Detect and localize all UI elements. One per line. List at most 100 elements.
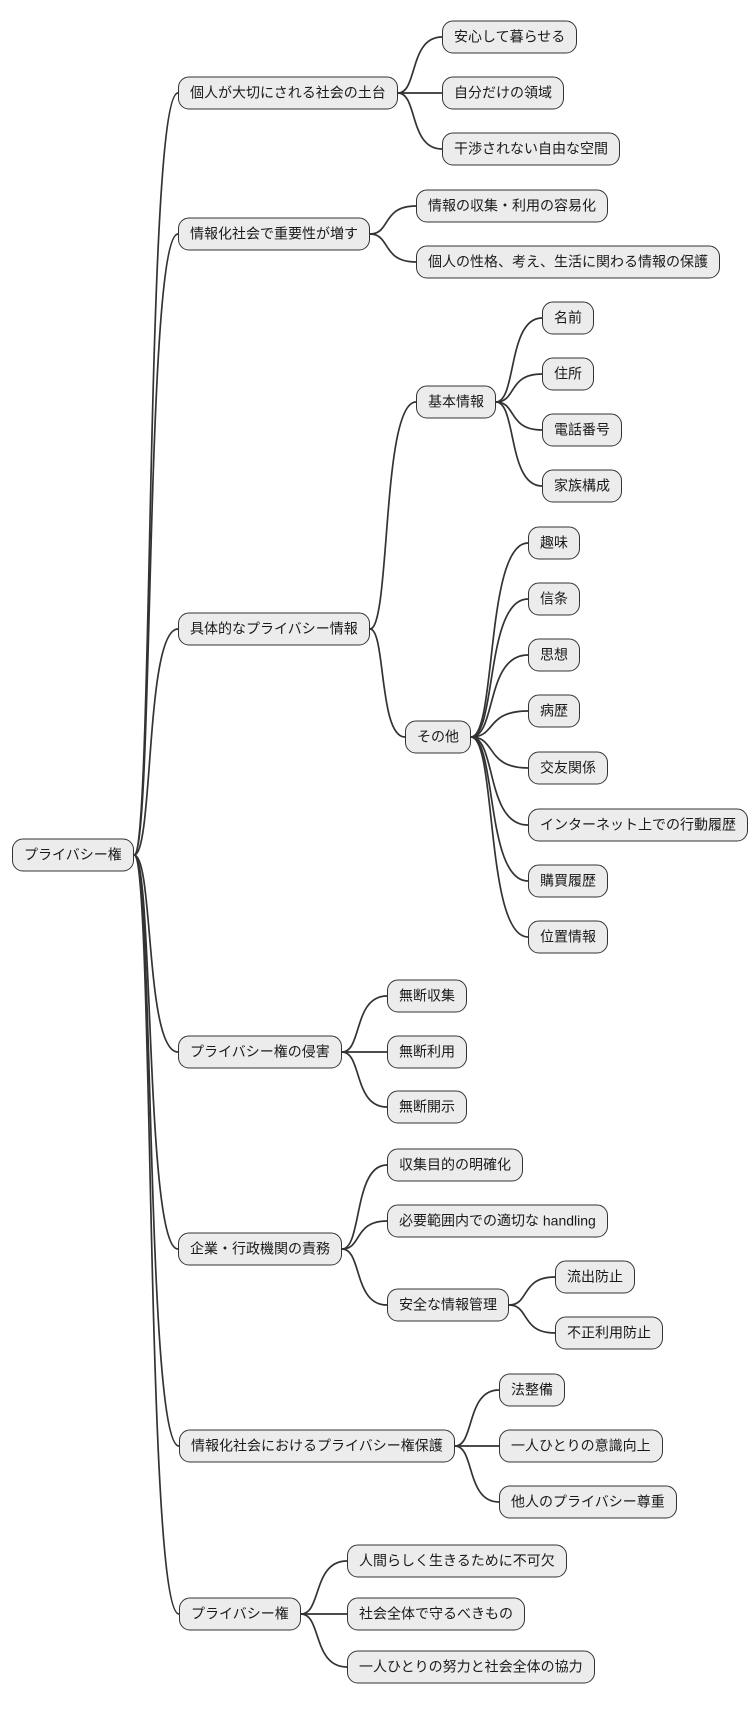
edge-org-duty-to-appropriate-handling [341,1220,388,1250]
node-label: プライバシー権 [24,846,122,863]
mindmap-node-purpose-clarification: 収集目的の明確化 [387,1148,523,1182]
edge-importance-to-protect-personal-info [369,233,417,263]
node-label: その他 [417,728,459,745]
edge-foundation-to-live-secure [397,36,443,94]
edge-others-to-friendships [470,736,529,769]
node-label: プライバシー権の侵害 [190,1043,330,1060]
mindmap-node-name: 名前 [542,301,594,335]
edge-violation-to-unauthorized-collection [341,995,388,1053]
node-label: 流出防止 [567,1268,623,1285]
mindmap-node-easy-collection: 情報の収集・利用の容易化 [416,189,608,223]
edge-protection-to-respect-others [454,1445,500,1503]
mindmap-node-society-protect: 社会全体で守るべきもの [347,1597,525,1631]
node-label: 家族構成 [554,477,610,494]
edge-basic-info-to-family [495,401,543,487]
edge-violation-to-unauthorized-disclosure [341,1051,388,1108]
edge-importance-to-easy-collection [369,205,417,235]
node-label: 住所 [554,365,582,382]
mindmap-node-awareness: 一人ひとりの意識向上 [499,1429,663,1463]
node-label: 情報化社会で重要性が増す [190,225,358,242]
mindmap-node-misuse-prevention: 不正利用防止 [555,1316,663,1350]
mindmap-node-own-domain: 自分だけの領域 [442,76,564,110]
edge-foundation-to-free-space [397,92,443,150]
mindmap-node-legislation: 法整備 [499,1373,565,1407]
edge-privacy-right-to-effort-cooperation [300,1613,348,1668]
node-label: 名前 [554,309,582,326]
mindmap-node-others: その他 [405,720,471,754]
node-label: 不正利用防止 [567,1324,651,1341]
edge-root-to-foundation [133,92,179,856]
node-label: 趣味 [540,534,568,551]
mindmap-node-protect-personal-info: 個人の性格、考え、生活に関わる情報の保護 [416,245,720,279]
edge-others-to-online-activity [470,736,529,826]
node-label: 人間らしく生きるために不可欠 [359,1552,555,1569]
edge-privacy-right-to-essential [300,1560,348,1615]
edge-org-duty-to-secure-management [341,1248,388,1306]
node-label: 無断収集 [399,987,455,1004]
node-label: プライバシー権 [191,1605,289,1622]
mindmap-node-importance: 情報化社会で重要性が増す [178,217,370,251]
node-label: 位置情報 [540,928,596,945]
mindmap-node-appropriate-handling: 必要範囲内での適切な handling [387,1204,608,1238]
node-label: 安全な情報管理 [399,1296,497,1313]
node-label: 社会全体で守るべきもの [359,1605,513,1622]
edge-root-to-concrete-info [133,628,179,856]
edge-secure-management-to-leak-prevention [508,1276,556,1306]
node-label: 情報の収集・利用の容易化 [428,197,596,214]
node-label: 一人ひとりの努力と社会全体の協力 [359,1658,583,1675]
mindmap-node-creed: 信条 [528,582,580,616]
node-label: 他人のプライバシー尊重 [511,1493,665,1510]
edge-others-to-thought [470,654,529,738]
mindmap-node-essential: 人間らしく生きるために不可欠 [347,1544,567,1578]
mindmap-node-violation: プライバシー権の侵害 [178,1035,342,1069]
mindmap-node-protection: 情報化社会におけるプライバシー権保護 [179,1429,455,1463]
mindmap-node-privacy-right: プライバシー権 [179,1597,301,1631]
edge-basic-info-to-address [495,373,543,403]
node-label: 企業・行政機関の責務 [190,1240,330,1257]
mindmap-node-unauthorized-disclosure: 無断開示 [387,1090,467,1124]
edge-others-to-location-info [470,736,529,938]
edge-others-to-medical-history [470,710,529,738]
mindmap-node-online-activity: インターネット上での行動履歴 [528,808,748,842]
mindmap-node-basic-info: 基本情報 [416,385,496,419]
node-label: 無断開示 [399,1098,455,1115]
node-label: 購買履歴 [540,872,596,889]
node-label: 無断利用 [399,1043,455,1060]
mindmap-node-concrete-info: 具体的なプライバシー情報 [178,612,370,646]
edge-others-to-hobby [470,542,529,738]
node-label: 収集目的の明確化 [399,1156,511,1173]
edge-protection-to-legislation [454,1389,500,1447]
mindmap-node-family: 家族構成 [542,469,622,503]
node-label: 個人の性格、考え、生活に関わる情報の保護 [428,253,708,270]
edge-root-to-importance [133,233,179,856]
node-label: 病歴 [540,702,568,719]
mindmap-node-secure-management: 安全な情報管理 [387,1288,509,1322]
edge-root-to-org-duty [133,854,179,1250]
mindmap-node-foundation: 個人が大切にされる社会の土台 [178,76,398,110]
node-label: 交友関係 [540,759,596,776]
node-label: 基本情報 [428,393,484,410]
mindmap-node-address: 住所 [542,357,594,391]
mindmap-node-friendships: 交友関係 [528,751,608,785]
node-label: 必要範囲内での適切な handling [399,1212,596,1229]
mindmap-node-free-space: 干渉されない自由な空間 [442,132,620,166]
node-label: 電話番号 [554,421,610,438]
node-label: 具体的なプライバシー情報 [190,620,358,637]
node-label: 安心して暮らせる [454,28,566,45]
node-label: 思想 [540,646,568,663]
mindmap-node-live-secure: 安心して暮らせる [442,20,578,54]
mindmap-node-thought: 思想 [528,638,580,672]
edge-root-to-violation [133,854,179,1053]
edge-root-to-privacy-right [133,854,180,1615]
edge-basic-info-to-name [495,317,543,403]
node-label: 干渉されない自由な空間 [454,140,608,157]
edge-others-to-purchase-history [470,736,529,882]
node-label: インターネット上での行動履歴 [540,816,736,833]
edge-secure-management-to-misuse-prevention [508,1304,556,1334]
mindmap-node-effort-cooperation: 一人ひとりの努力と社会全体の協力 [347,1650,595,1684]
node-label: 個人が大切にされる社会の土台 [190,84,386,101]
mindmap-node-hobby: 趣味 [528,526,580,560]
mindmap-node-purchase-history: 購買履歴 [528,864,608,898]
